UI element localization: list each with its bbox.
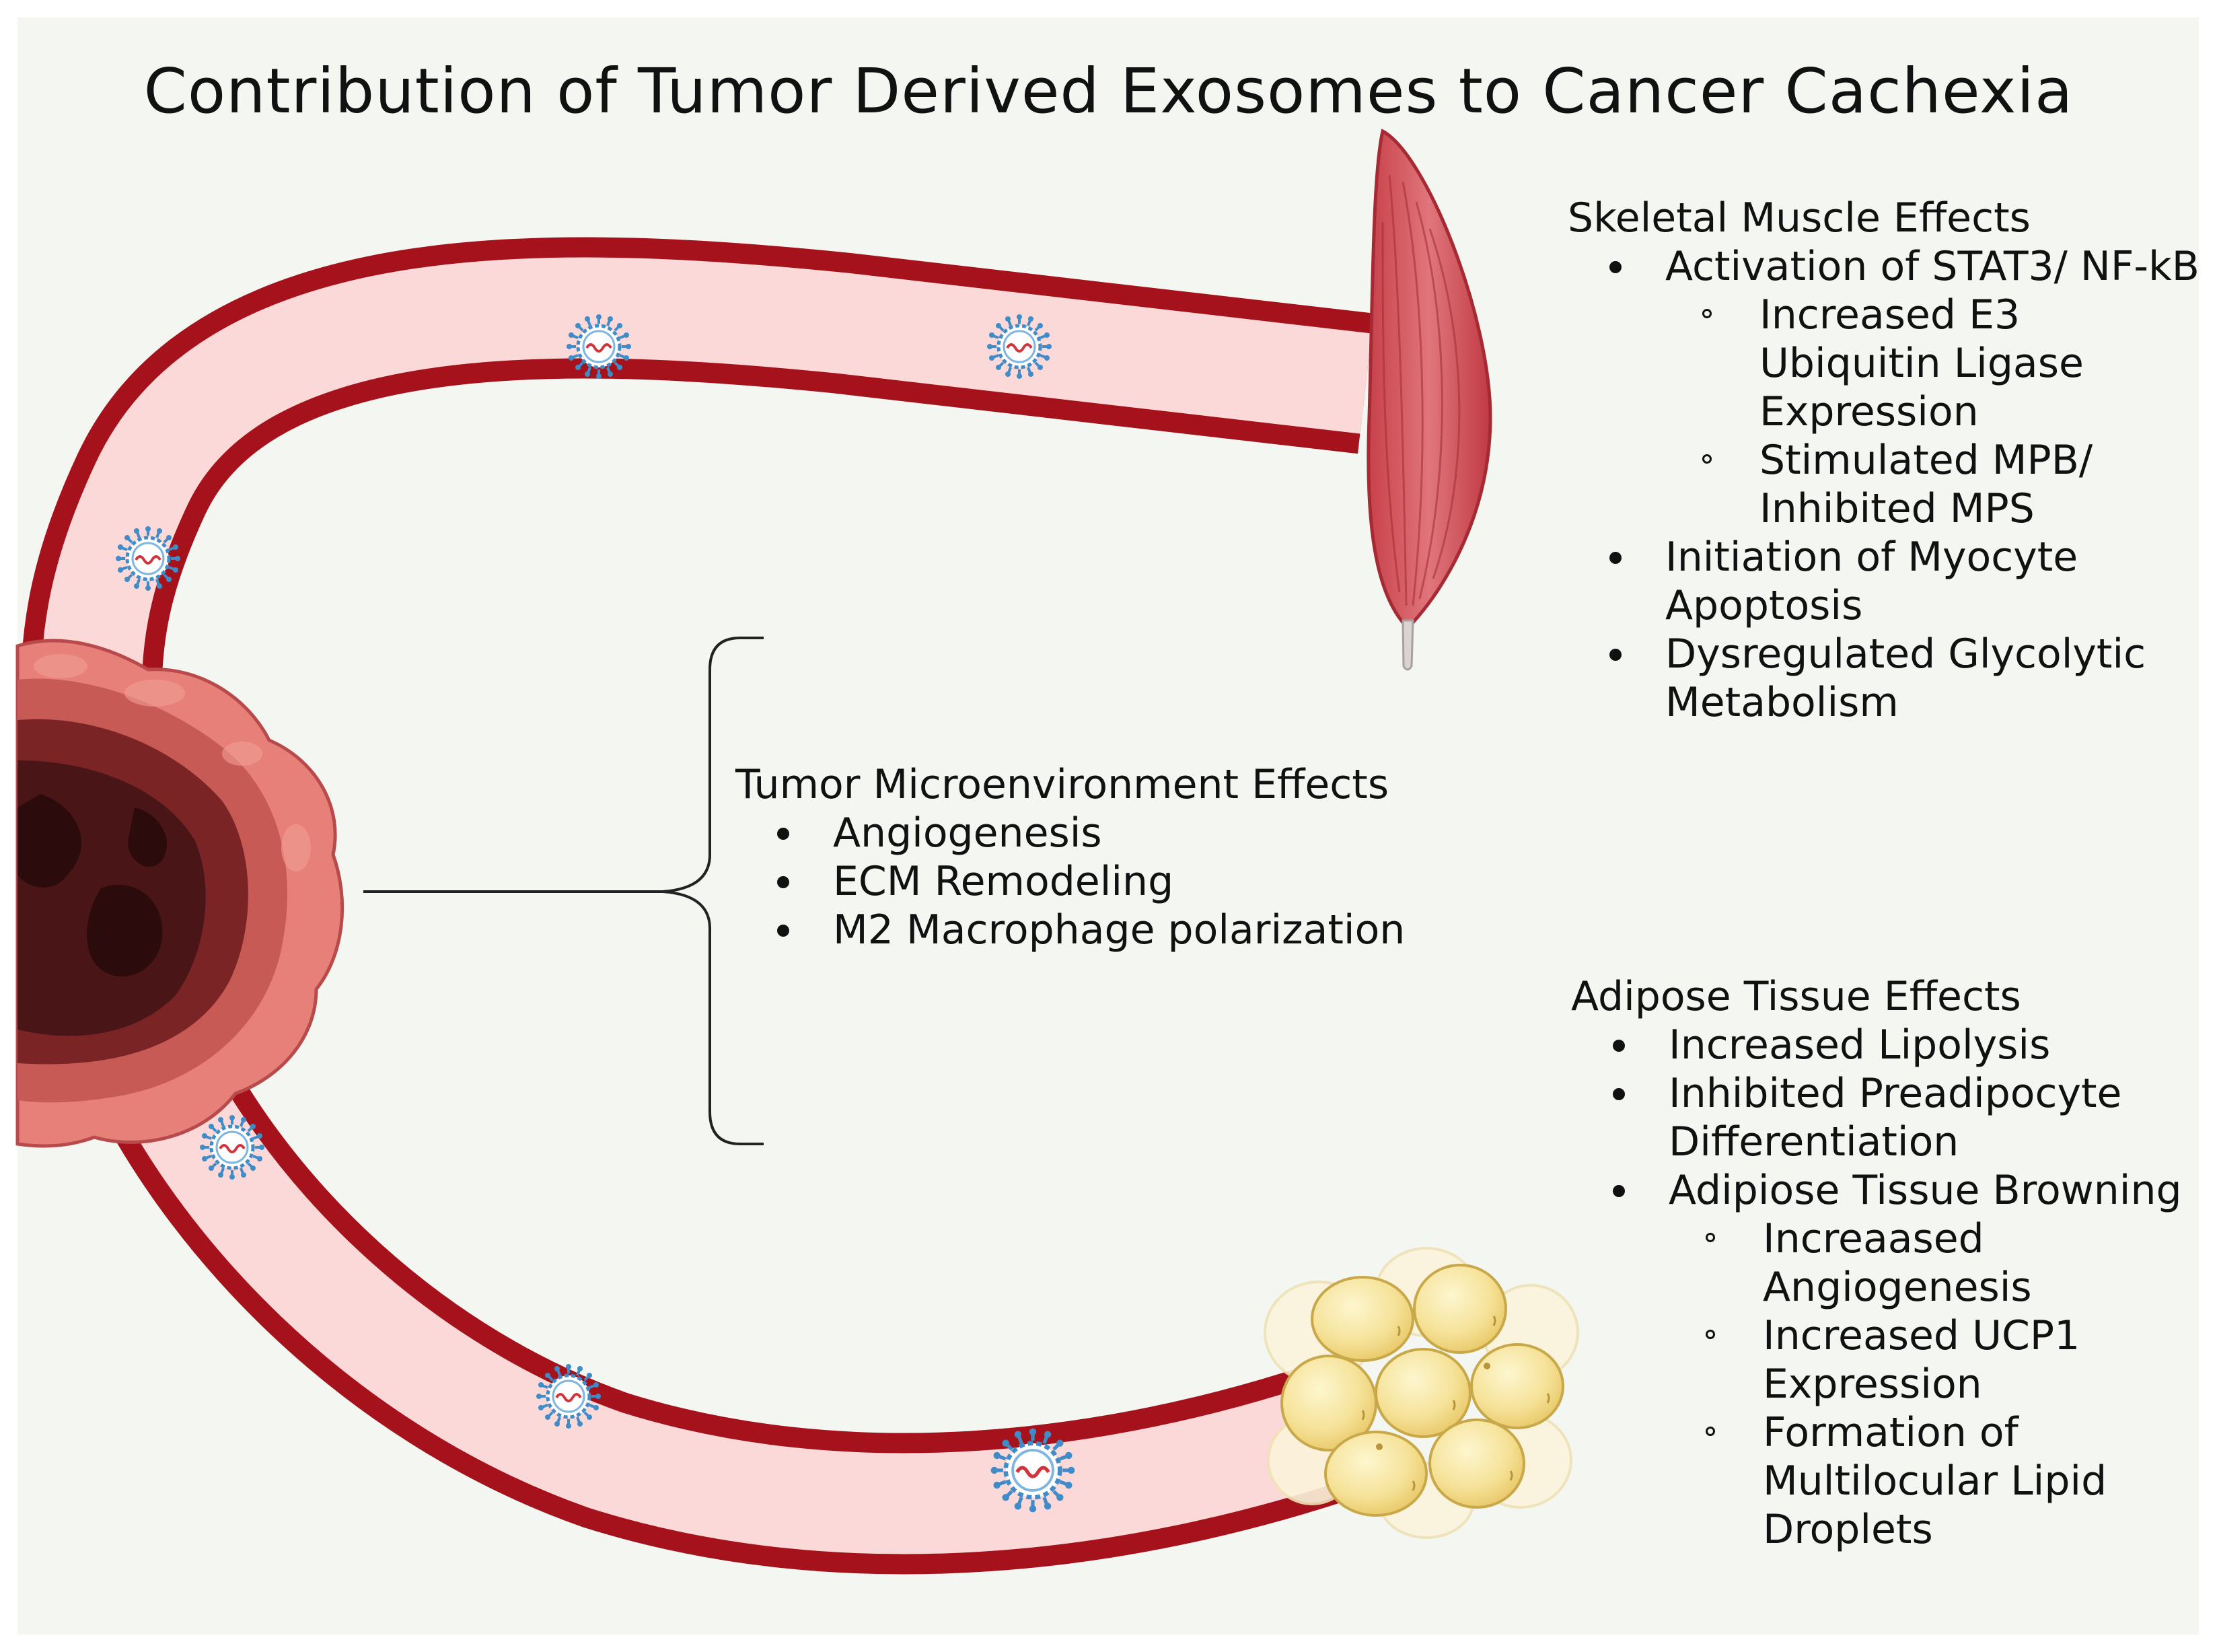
tumor-microenvironment-effects: Tumor Microenvironment Effects Angiogene…: [735, 760, 1516, 954]
bullet-dot: [1609, 261, 1622, 273]
list-item-text: ECM Remodeling: [833, 858, 1174, 905]
skeletal-muscle-list: Activation of STAT3/ NF-kB Increased E3 …: [1568, 242, 2214, 727]
list-item-text: Increaased Angiogenesis: [1763, 1215, 2032, 1311]
adipose-tissue-heading: Adipose Tissue Effects: [1571, 973, 2021, 1020]
tumor-icon: [15, 639, 344, 1148]
bullet-dot: [777, 828, 789, 840]
list-item: ECM Remodeling: [735, 857, 1516, 906]
bullet-circle: [1702, 454, 1712, 464]
bullet-dot: [777, 925, 789, 937]
list-item: Dysregulated Glycolytic Metabolism: [1568, 630, 2214, 727]
adipose-tissue-list: Increased Lipolysis Inhibited Preadipocy…: [1571, 1021, 2210, 1554]
list-item-text: Increased Lipolysis: [1669, 1021, 2051, 1069]
list-item-text: Initiation of Myocyte Apoptosis: [1665, 534, 2078, 629]
bullet-circle: [1706, 1233, 1715, 1242]
bullet-circle: [1706, 1427, 1715, 1436]
skeletal-muscle-effects: Skeletal Muscle Effects Activation of ST…: [1568, 194, 2214, 727]
list-item: Increased Lipolysis: [1571, 1021, 2210, 1069]
list-item-text: Increased E3 Ubiquitin Ligase Expression: [1759, 291, 2084, 435]
skeletal-muscle-icon: [1367, 129, 1492, 671]
list-item-text: Angiogenesis: [833, 810, 1102, 857]
list-item-text: Formation of Multilocular Lipid Droplets: [1763, 1409, 2107, 1553]
list-item-text: Activation of STAT3/ NF-kB: [1665, 243, 2200, 290]
list-item: Increaased Angiogenesis: [1571, 1215, 2210, 1312]
bullet-circle: [1706, 1330, 1715, 1339]
list-item-text: Increased UCP1 Expression: [1763, 1312, 2080, 1408]
list-item: Inhibited Preadipocyte Differentiation: [1571, 1069, 2210, 1166]
bullet-dot: [1613, 1040, 1625, 1052]
list-item: Increased UCP1 Expression: [1571, 1312, 2210, 1408]
list-item: Increased E3 Ubiquitin Ligase Expression: [1568, 291, 2214, 436]
list-item: M2 Macrophage polarization: [735, 906, 1516, 954]
bullet-dot: [1613, 1088, 1625, 1100]
vessel-to-muscle: [20, 237, 1375, 714]
vessel-to-adipose: [83, 1019, 1369, 1575]
list-item: Stimulated MPB/ Inhibited MPS: [1568, 436, 2214, 533]
bullet-dot: [1609, 552, 1622, 564]
list-item-text: M2 Macrophage polarization: [833, 906, 1406, 954]
list-item-text: Inhibited Preadipocyte Differentiation: [1669, 1070, 2122, 1165]
tumor-microenvironment-list: Angiogenesis ECM Remodeling M2 Macrophag…: [735, 809, 1516, 954]
list-item-text: Dysregulated Glycolytic Metabolism: [1665, 631, 2146, 726]
figure-title: Contribution of Tumor Derived Exosomes t…: [143, 55, 2074, 127]
tumor-microenvironment-heading: Tumor Microenvironment Effects: [735, 761, 1389, 808]
bullet-dot: [1613, 1185, 1625, 1197]
bullet-dot: [1609, 649, 1622, 661]
bullet-dot: [777, 876, 789, 888]
adipose-tissue-effects: Adipose Tissue Effects Increased Lipolys…: [1571, 972, 2210, 1554]
list-item: Initiation of Myocyte Apoptosis: [1568, 533, 2214, 630]
list-item: Activation of STAT3/ NF-kB: [1568, 242, 2214, 291]
bullet-circle: [1702, 309, 1712, 318]
skeletal-muscle-heading: Skeletal Muscle Effects: [1568, 194, 2031, 242]
list-item-text: Stimulated MPB/ Inhibited MPS: [1759, 437, 2093, 532]
adipose-tissue-icon: [1264, 1247, 1579, 1539]
list-item: Formation of Multilocular Lipid Droplets: [1571, 1408, 2210, 1554]
list-item: Adipiose Tissue Browning: [1571, 1166, 2210, 1215]
list-item-text: Adipiose Tissue Browning: [1669, 1167, 2182, 1214]
tumor-effects-brace: [363, 637, 764, 1145]
list-item: Angiogenesis: [735, 809, 1516, 857]
